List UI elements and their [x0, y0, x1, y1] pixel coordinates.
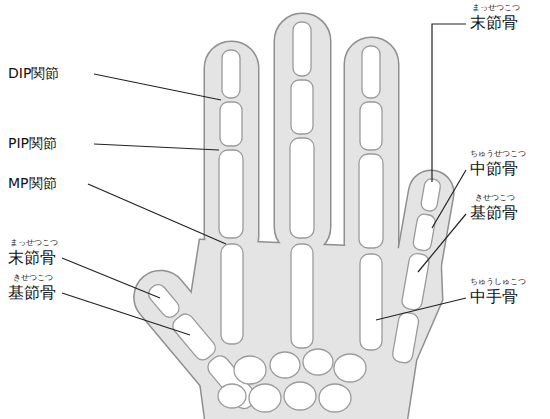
joint-label: PIP関節	[8, 136, 57, 150]
joint-label: DIP関節	[8, 66, 59, 80]
bone-label: 基節骨	[470, 205, 518, 221]
reading-ruby: きせつこつ	[13, 274, 53, 282]
bones	[144, 22, 444, 412]
bone-label: 基節骨	[8, 285, 56, 301]
bone-label: 中節骨	[470, 161, 518, 177]
bone-label: 末節骨	[470, 15, 518, 31]
leader-lines	[62, 24, 466, 335]
reading-ruby: きせつこつ	[475, 194, 515, 202]
hand-fill	[124, 14, 457, 419]
reading-ruby: ちゅうしゅこつ	[470, 278, 526, 286]
joint-label: MP関節	[8, 176, 57, 190]
bone-label: 末節骨	[8, 250, 56, 266]
bone-label: 中手骨	[470, 289, 518, 305]
reading-ruby: まっせつこつ	[472, 4, 520, 12]
reading-ruby: ちゅうせつこつ	[470, 150, 526, 158]
hand-outline	[124, 14, 457, 419]
reading-ruby: まっせつこつ	[10, 239, 58, 247]
